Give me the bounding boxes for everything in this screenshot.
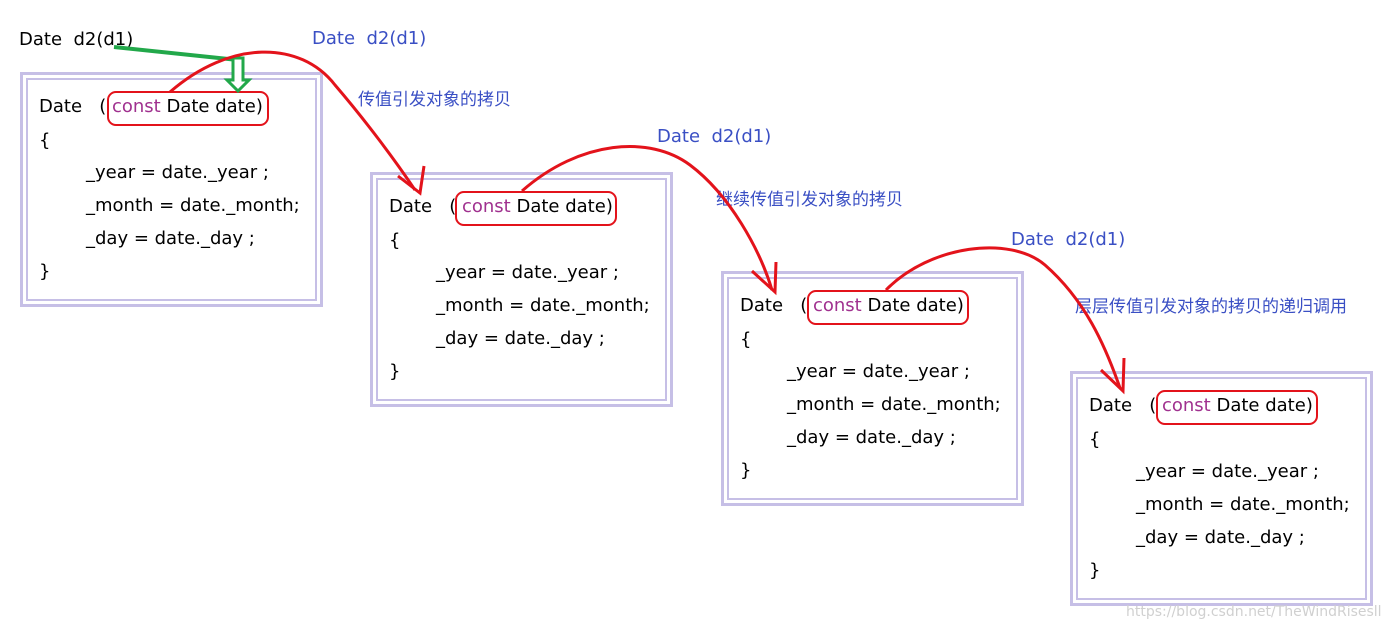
- open-brace-4: {: [1089, 429, 1101, 450]
- open-brace-3: {: [740, 329, 752, 350]
- annotation-copy: 传值引发对象的拷贝: [358, 90, 511, 110]
- param-type: Date date: [867, 295, 957, 316]
- red-arrow-curve-3: [884, 246, 1122, 389]
- red-arrowhead-2: [750, 261, 778, 296]
- ctor-signature-1: Date ( const Date date): [39, 96, 263, 117]
- param-highlight-3: [807, 290, 969, 325]
- green-arrow-head: [223, 56, 253, 94]
- red-arrowhead-3: [1099, 357, 1126, 395]
- code-box-3: [721, 271, 1024, 506]
- param-highlight-4: [1156, 390, 1318, 425]
- param-type: Date date: [516, 196, 606, 217]
- param-highlight-2: [455, 191, 617, 226]
- assign-year-3: _year = date._year ;: [787, 361, 970, 382]
- param-highlight-1: [107, 91, 269, 126]
- annotation-continue-copy: 继续传值引发对象的拷贝: [716, 190, 903, 210]
- annotation-recursive-copy: 层层传值引发对象的拷贝的递归调用: [1075, 297, 1347, 317]
- const-keyword: const: [812, 295, 862, 316]
- assign-month-4: _month = date._month;: [1136, 494, 1350, 515]
- param-type: Date date: [166, 96, 256, 117]
- ctor-signature-4: Date ( const Date date): [1089, 395, 1313, 416]
- green-arrow-line: [113, 45, 239, 62]
- ctor-name: Date: [740, 295, 784, 316]
- const-keyword: const: [111, 96, 161, 117]
- assign-day-2: _day = date._day ;: [436, 328, 605, 349]
- red-arrow-curve-2: [521, 145, 774, 291]
- watermark: https://blog.csdn.net/TheWindRisesll: [1126, 604, 1382, 620]
- close-brace-1: }: [39, 261, 51, 282]
- close-brace-2: }: [389, 361, 401, 382]
- assign-year-1: _year = date._year ;: [86, 162, 269, 183]
- assign-year-2: _year = date._year ;: [436, 262, 619, 283]
- top-call-label: Date d2(d1): [19, 29, 134, 50]
- const-keyword: const: [1161, 395, 1211, 416]
- open-brace-1: {: [39, 130, 51, 151]
- code-box-1: [20, 72, 323, 307]
- ctor-signature-2: Date ( const Date date): [389, 196, 613, 217]
- call-label-1: Date d2(d1): [312, 28, 427, 49]
- assign-month-3: _month = date._month;: [787, 394, 1001, 415]
- red-arrowhead-1: [397, 165, 426, 196]
- call-label-3: Date d2(d1): [1011, 229, 1126, 250]
- code-box-4: [1070, 371, 1373, 606]
- close-brace-3: }: [740, 460, 752, 481]
- ctor-signature-3: Date ( const Date date): [740, 295, 964, 316]
- assign-day-1: _day = date._day ;: [86, 228, 255, 249]
- const-keyword: const: [461, 196, 511, 217]
- ctor-name: Date: [389, 196, 433, 217]
- red-arrow-curve-1: [169, 50, 417, 191]
- close-brace-4: }: [1089, 560, 1101, 581]
- open-brace-2: {: [389, 230, 401, 251]
- assign-year-4: _year = date._year ;: [1136, 461, 1319, 482]
- assign-month-1: _month = date._month;: [86, 195, 300, 216]
- param-type: Date date: [1216, 395, 1306, 416]
- code-box-2: [370, 172, 673, 407]
- assign-day-3: _day = date._day ;: [787, 427, 956, 448]
- call-label-2: Date d2(d1): [657, 126, 772, 147]
- ctor-name: Date: [1089, 395, 1133, 416]
- assign-month-2: _month = date._month;: [436, 295, 650, 316]
- ctor-name: Date: [39, 96, 83, 117]
- assign-day-4: _day = date._day ;: [1136, 527, 1305, 548]
